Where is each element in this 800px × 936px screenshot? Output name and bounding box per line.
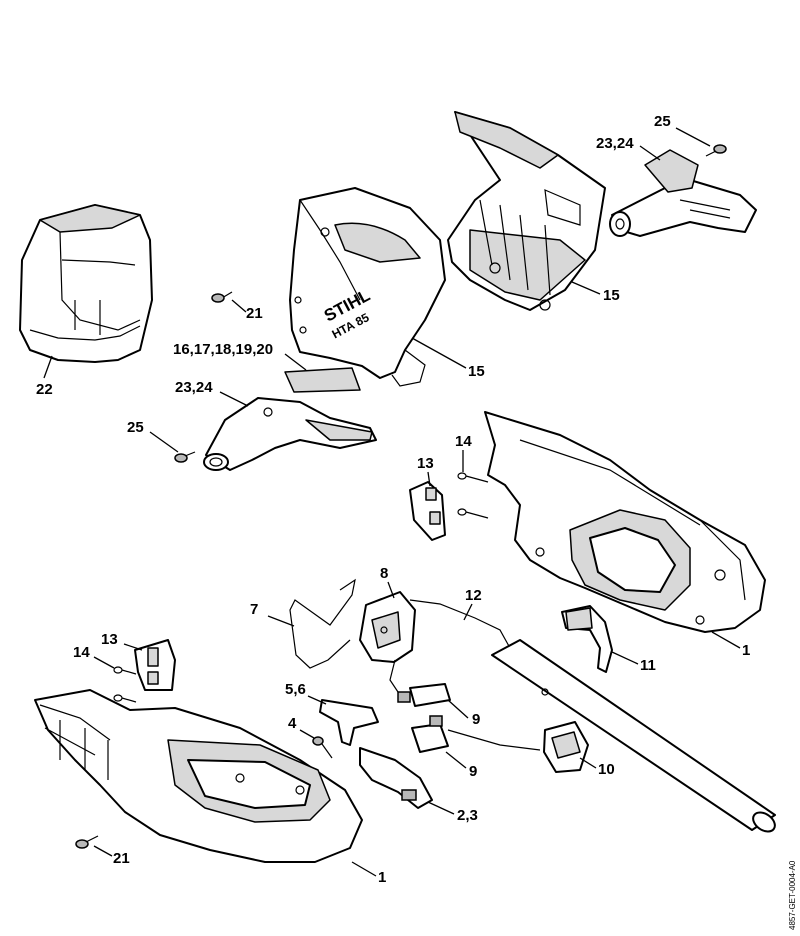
part-5-6-trigger[interactable] [319,699,379,746]
callout-25-upper: 25 [654,113,671,130]
part-25-screw-upper[interactable] [705,144,727,157]
leader-13-lower [123,643,143,651]
part-8-switch-module[interactable] [359,591,416,663]
leader-15-back [571,281,601,295]
part-21-screw-lower[interactable] [75,835,99,849]
leader-5-6 [307,695,327,705]
part-12-wire-clip[interactable] [289,578,356,669]
callout-23-24-lower: 23,24 [175,379,213,396]
part-10-connector[interactable] [543,721,589,773]
callout-22: 22 [36,381,53,398]
part-11-bracket[interactable] [561,605,613,673]
leader-22 [43,355,53,379]
leader-16-20 [284,353,307,371]
callout-21-lower: 21 [113,850,130,867]
leader-25-upper [675,127,711,147]
callout-13-lower: 13 [101,631,118,648]
part-4-spring[interactable] [312,736,333,759]
callout-15-front: 15 [468,363,485,380]
callout-12: 7 [250,601,258,618]
leader-4 [299,729,315,739]
leader-11 [611,651,639,665]
leader-9-upper [447,699,469,719]
callout-7: 12 [465,587,482,604]
callout-15-back: 15 [603,287,620,304]
leader-7 [463,603,473,621]
part-1-housing-lower[interactable] [34,689,363,863]
leader-23-24-upper [639,145,661,161]
leader-8 [387,581,395,599]
part-14-springs-lower[interactable] [113,666,137,703]
callout-16-20: 16,17,18,19,20 [173,341,273,358]
part-9-connector-upper[interactable] [397,683,451,707]
callout-10: 10 [598,761,615,778]
part-22-cover[interactable] [19,204,153,363]
part-21-screw-upper[interactable] [211,291,233,303]
leader-15-front [411,337,467,369]
leader-13-upper [427,471,431,487]
part-23-24-handle-upper[interactable] [609,149,757,237]
part-16-20-label-sheet[interactable] [284,367,361,393]
callout-14-upper: 14 [455,433,472,450]
callout-11: 11 [640,657,656,674]
part-9-connector-lower[interactable] [411,715,541,753]
part-14-springs-upper[interactable] [457,472,489,519]
callout-14-lower: 14 [73,644,90,661]
part-23-24-handle-lower[interactable] [203,397,377,471]
part-25-screw-lower[interactable] [174,451,196,463]
callout-8: 8 [380,565,388,582]
part-7-cable-tube[interactable] [389,599,778,835]
callout-23-24-upper: 23,24 [596,135,634,152]
part-13-lever-upper[interactable] [409,481,446,541]
part-1-housing-right[interactable] [484,411,766,633]
callout-1-lower: 1 [378,869,386,886]
callout-21-upper: 21 [246,305,263,322]
leader-10 [579,757,597,769]
leader-12 [267,615,295,627]
leader-25-lower [149,431,179,453]
part-15-housing-shell-back[interactable] [447,111,606,311]
leader-2-3 [427,801,455,815]
callout-13-upper: 13 [417,455,434,472]
drawing-reference: 4857-GET-0004-A0 [788,860,797,930]
callout-2-3: 2,3 [457,807,478,824]
leader-23-24-lower [219,391,249,407]
callout-4: 4 [288,715,297,732]
part-2-3-lever[interactable] [359,747,433,809]
leader-9-lower [445,751,467,769]
leader-21-lower [93,845,113,857]
leader-1-right [711,631,741,649]
callout-9-upper: 9 [472,711,480,728]
callout-9-lower: 9 [469,763,477,780]
callout-25-lower: 25 [127,419,144,436]
callout-5-6: 5,6 [285,681,306,698]
leader-21-upper [231,299,247,313]
leader-14-lower [93,656,115,669]
part-13-lever-lower[interactable] [134,639,176,691]
callout-1-right: 1 [742,642,750,659]
leader-1-lower [351,861,377,877]
part-15-housing-shell-front[interactable]: STIHL HTA 85 [289,187,446,387]
